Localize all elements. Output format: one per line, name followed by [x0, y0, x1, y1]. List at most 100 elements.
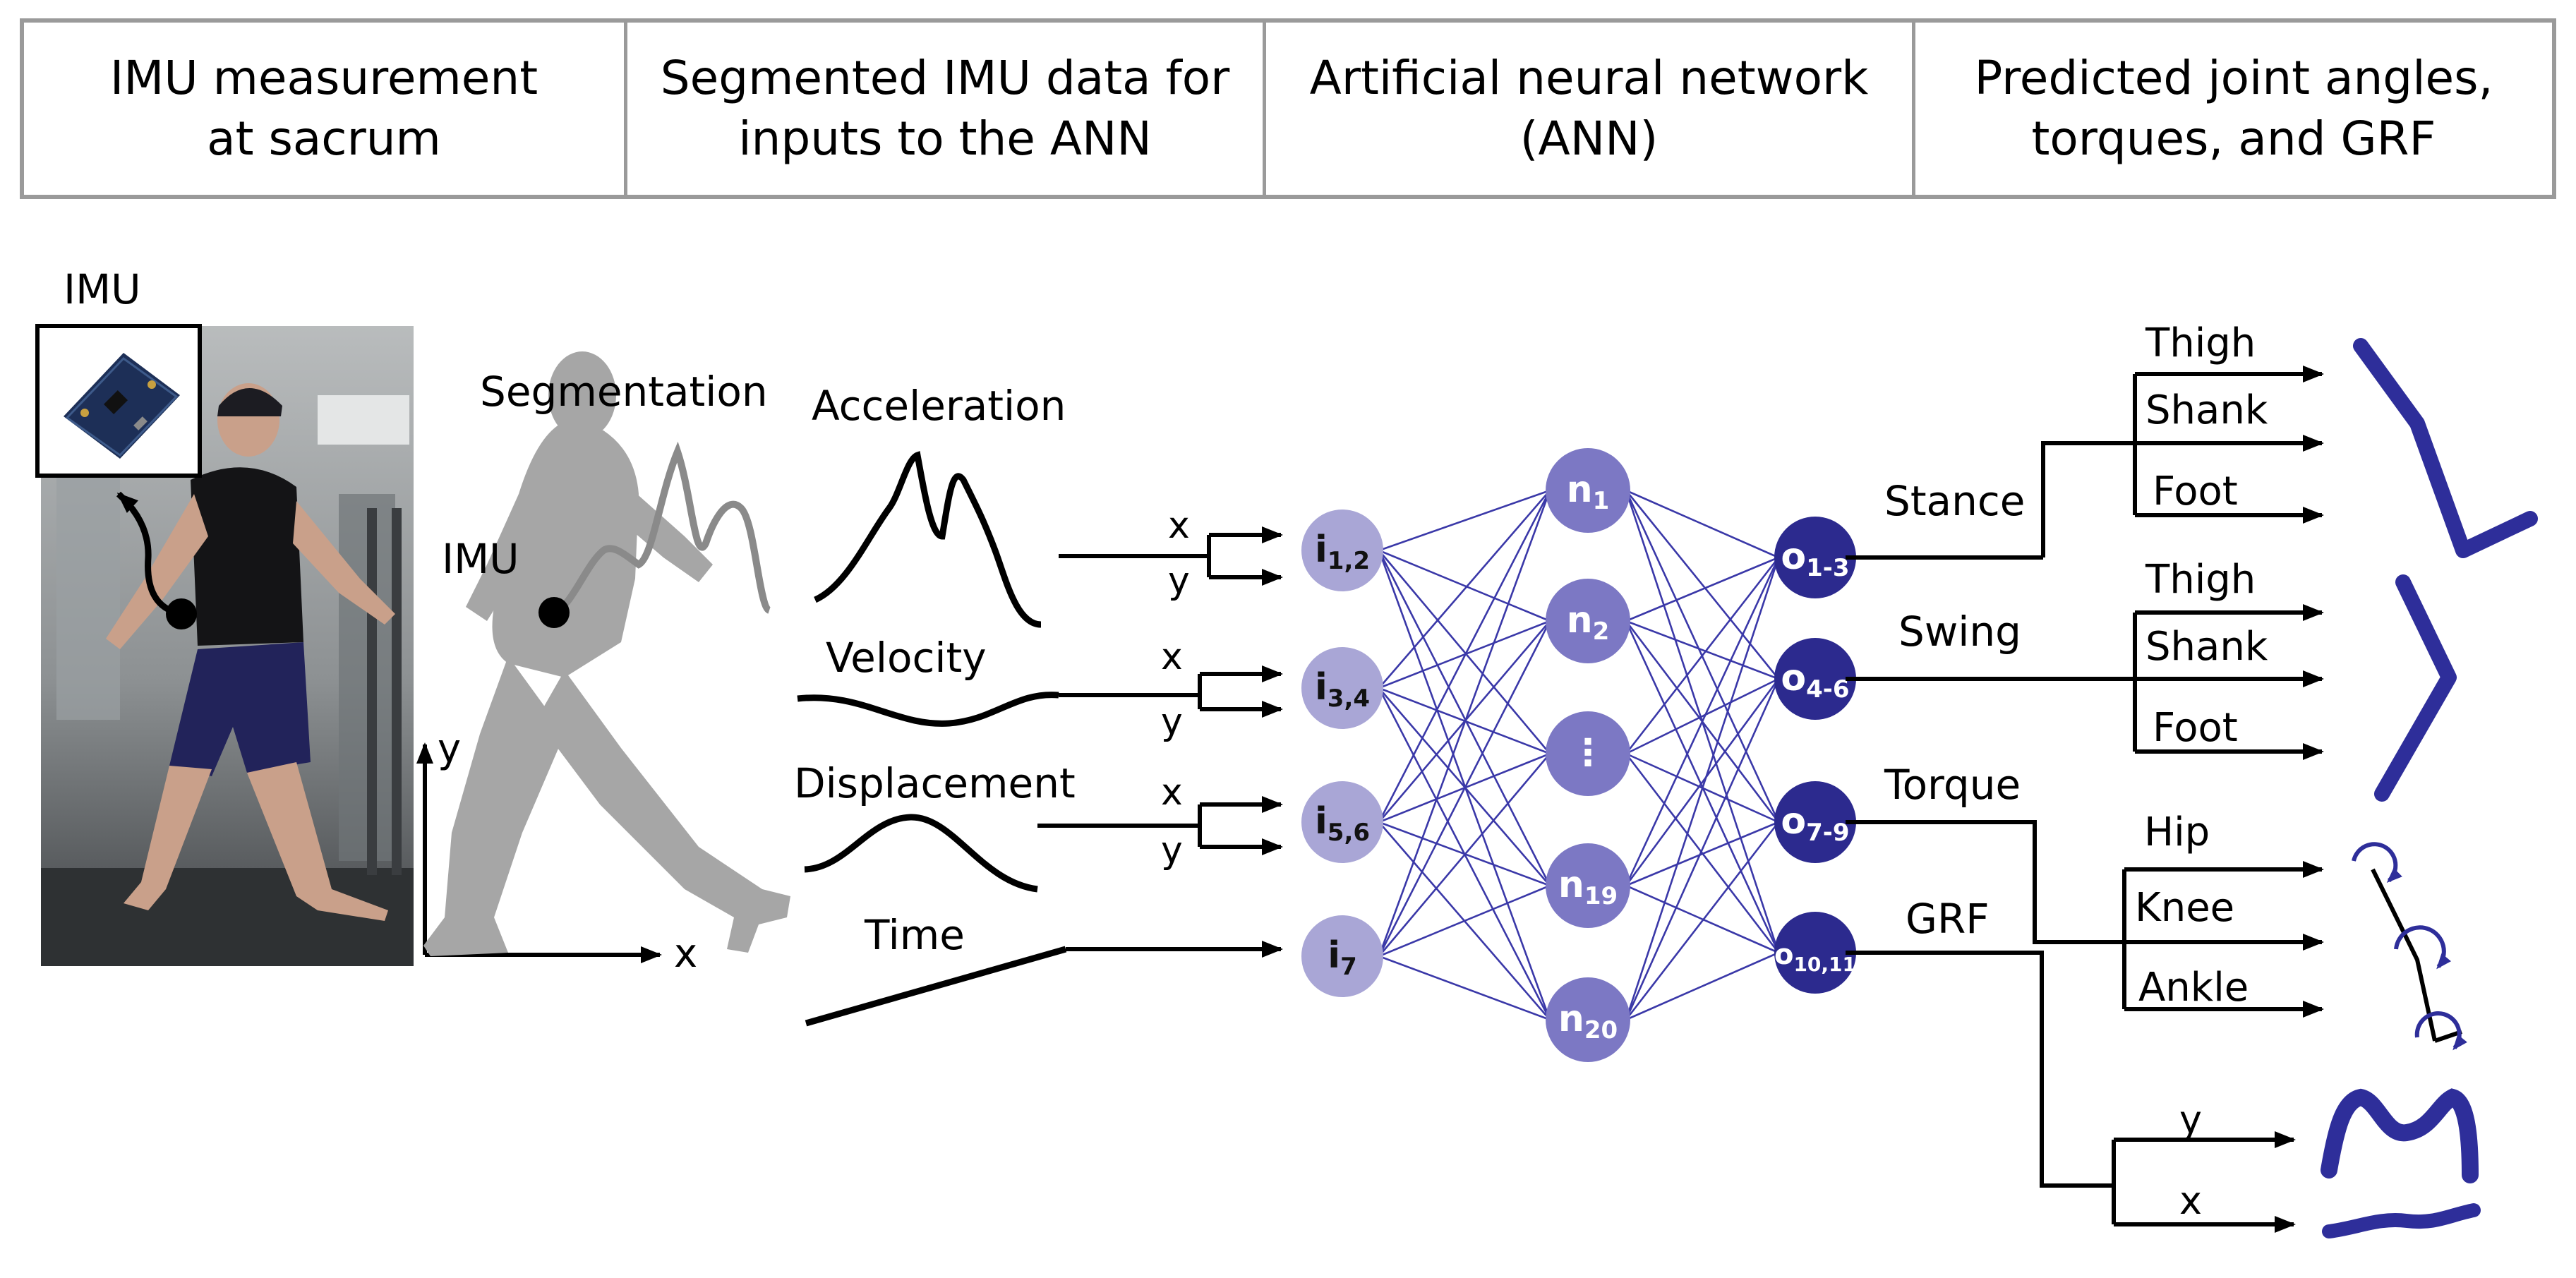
- stance-thigh-label: Thigh: [2145, 320, 2256, 366]
- output-node-3: o7-9: [1774, 781, 1856, 863]
- hidden-node-5: n20: [1546, 977, 1630, 1062]
- network-edge: [1625, 678, 1780, 886]
- torque-label: Torque: [1884, 761, 2021, 809]
- sacrum-trajectory: [552, 441, 772, 616]
- input-node-2: i3,4: [1301, 647, 1383, 729]
- network-edge: [1625, 821, 1780, 1020]
- input-node-3: i5,6: [1301, 781, 1383, 863]
- network-edge: [1625, 557, 1780, 1020]
- disp-y-label: y: [1161, 829, 1183, 872]
- ankle-label: Ankle: [2138, 965, 2249, 1011]
- input-routing: [1037, 526, 1283, 958]
- stance-foot-label: Foot: [2153, 469, 2238, 514]
- segmentation-title: Segmentation: [480, 368, 768, 416]
- time-label: Time: [864, 911, 965, 959]
- network-edge: [1625, 677, 1779, 755]
- sacrum-imu-label: IMU: [442, 535, 519, 583]
- network-edge: [1378, 549, 1551, 622]
- network-edge: [1378, 620, 1551, 957]
- time-line: [805, 946, 1067, 1027]
- axis-y-label: y: [438, 726, 461, 772]
- hidden-node-circle: [1546, 843, 1630, 928]
- network-edge: [1378, 550, 1551, 886]
- vel-y-label: y: [1161, 701, 1183, 743]
- network-edge: [1625, 489, 1779, 559]
- acceleration-label: Acceleration: [812, 382, 1066, 430]
- header-cell-ann: Artificial neural network (ANN): [1266, 23, 1915, 195]
- walker-silhouette: [423, 351, 790, 956]
- network-edge: [1378, 884, 1551, 958]
- hidden-node-label: n20: [1558, 998, 1618, 1044]
- input-node-circle: [1301, 510, 1383, 591]
- hidden-node-label: n1: [1567, 469, 1610, 515]
- stance-label: Stance: [1884, 477, 2025, 525]
- output-node-1: o1-3: [1774, 517, 1856, 598]
- input-node-circle: [1301, 647, 1383, 729]
- grf-horizontal-curve: [2322, 1203, 2481, 1238]
- hidden-node-circle: [1546, 579, 1630, 663]
- accel-x-label: x: [1168, 505, 1190, 547]
- output-node-circle: [1774, 912, 1856, 994]
- silhouette-panel: y x Segmentation IMU: [416, 351, 790, 977]
- hidden-node-circle: [1546, 711, 1630, 796]
- output-node-label: o1-3: [1781, 536, 1849, 582]
- network-edge: [1625, 678, 1780, 1020]
- torque-skeleton: [2352, 842, 2467, 1051]
- network-edge: [1378, 550, 1551, 754]
- grf-x-label: x: [2179, 1178, 2202, 1223]
- grf-vertical-curve: [2321, 1088, 2479, 1183]
- header-cell-predictions: Predicted joint angles, torques, and GRF: [1974, 51, 2493, 166]
- knee-label: Knee: [2135, 885, 2234, 931]
- network-edge: [1378, 490, 1551, 823]
- swing-shank-label: Shank: [2145, 624, 2268, 670]
- network-edge: [1378, 490, 1551, 689]
- disp-x-label: x: [1161, 771, 1183, 814]
- network-edge: [1625, 490, 1780, 680]
- output-routing: [1846, 366, 2324, 1233]
- header-cell-imu-measurement: IMU measurement at sacrum: [24, 23, 627, 195]
- hidden-node-circle: [1546, 448, 1630, 533]
- ankle-rotation-icon: [2414, 1011, 2467, 1051]
- stance-shank-label: Shank: [2145, 387, 2268, 433]
- output-node-circle: [1774, 517, 1856, 598]
- network-edge: [1378, 955, 1551, 1021]
- network-edges: [1378, 489, 1780, 1021]
- displacement-curve: [804, 814, 1038, 893]
- hidden-node-4: n19: [1546, 843, 1630, 928]
- accel-y-label: y: [1168, 560, 1190, 602]
- swing-label: Swing: [1898, 608, 2021, 656]
- output-node-2: o4-6: [1774, 638, 1856, 720]
- hidden-node-label: n19: [1558, 864, 1618, 910]
- hidden-node-label: ⋮: [1570, 732, 1606, 774]
- hidden-node-3: ⋮: [1546, 711, 1630, 796]
- output-node-circle: [1774, 781, 1856, 863]
- photo-imu-label: IMU: [64, 265, 141, 313]
- output-node-circle: [1774, 638, 1856, 720]
- network-edge: [1378, 550, 1551, 1020]
- network-edge: [1625, 557, 1780, 754]
- swing-foot-label: Foot: [2153, 705, 2238, 751]
- output-node-label: o10,11: [1774, 939, 1856, 976]
- input-node-1: i1,2: [1301, 510, 1383, 591]
- network-edge: [1625, 951, 1779, 1021]
- network-edge: [1378, 489, 1551, 552]
- swing-thigh-label: Thigh: [2145, 557, 2256, 603]
- velocity-curve: [797, 692, 1059, 727]
- sacrum-imu-dot: [538, 597, 570, 628]
- hip-label: Hip: [2144, 809, 2210, 855]
- input-node-label: i3,4: [1315, 666, 1370, 713]
- displacement-label: Displacement: [794, 759, 1076, 807]
- network-nodes: i1,2i3,4i5,6i7n1n2⋮n19n20o1-3o4-6o7-9o10…: [1301, 448, 1856, 1062]
- knee-rotation-icon: [2394, 925, 2451, 970]
- output-panel: Stance Swing Torque GRF Thigh Shank Foot…: [1846, 320, 2538, 1238]
- grf-y-label: y: [2179, 1097, 2202, 1142]
- network-edge: [1625, 556, 1779, 622]
- sensor-dot: [166, 598, 197, 629]
- stance-leg-shape: [2353, 338, 2538, 558]
- output-node-label: o4-6: [1781, 657, 1849, 704]
- hidden-node-label: n2: [1567, 599, 1610, 646]
- input-node-circle: [1301, 915, 1383, 997]
- header-table: IMU measurement at sacrum Segmented IMU …: [20, 18, 2556, 199]
